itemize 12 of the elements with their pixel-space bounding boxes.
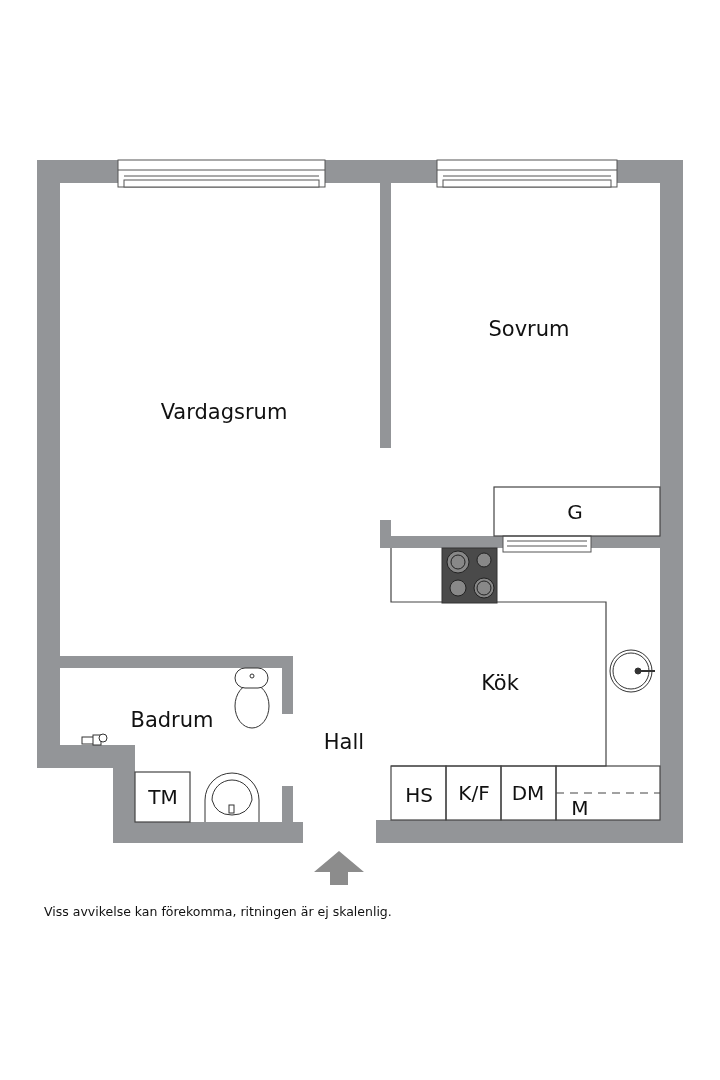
appliance-label: G bbox=[567, 502, 583, 522]
room-label: Badrum bbox=[130, 709, 214, 731]
room-label: Vardagsrum bbox=[160, 401, 288, 423]
disclaimer-note: Viss avvikelse kan förekomma, ritningen är ej skalenlig. bbox=[44, 904, 392, 919]
appliance-label: DM bbox=[511, 783, 545, 803]
appliance-label: HS bbox=[405, 785, 433, 805]
room-label: Sovrum bbox=[488, 318, 570, 340]
appliance-label: M bbox=[571, 798, 589, 818]
room-label: Kök bbox=[481, 672, 519, 694]
appliance-label: TM bbox=[148, 787, 178, 807]
appliance-label: K/F bbox=[458, 783, 490, 803]
room-label: Hall bbox=[323, 731, 365, 753]
